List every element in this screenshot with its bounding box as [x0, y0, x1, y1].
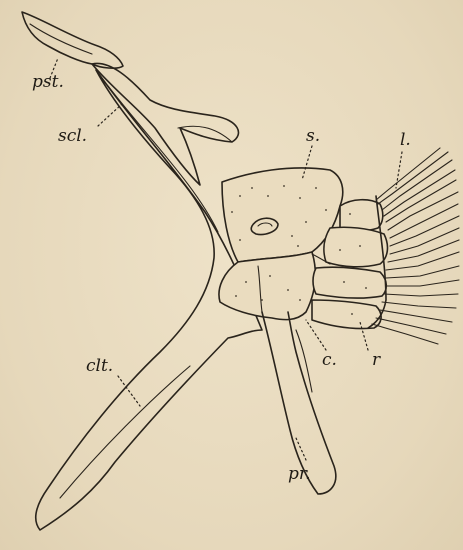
supracleithrum-bone	[92, 63, 238, 185]
label-s: s.	[306, 128, 320, 145]
leader-l	[396, 152, 402, 188]
radial-4	[312, 300, 381, 329]
radial-3	[313, 267, 386, 298]
label-r: r	[372, 352, 380, 369]
label-l: l.	[400, 132, 411, 149]
post-temporal-bone	[22, 12, 123, 68]
label-pr: pr.	[288, 466, 311, 483]
leader-c	[306, 320, 326, 350]
label-clt: clt.	[86, 358, 113, 375]
label-scl: scl.	[58, 128, 87, 145]
radial-2	[324, 227, 388, 267]
leader-scl	[98, 104, 122, 126]
label-c: c.	[322, 352, 337, 369]
label-pst: pst.	[32, 74, 64, 91]
